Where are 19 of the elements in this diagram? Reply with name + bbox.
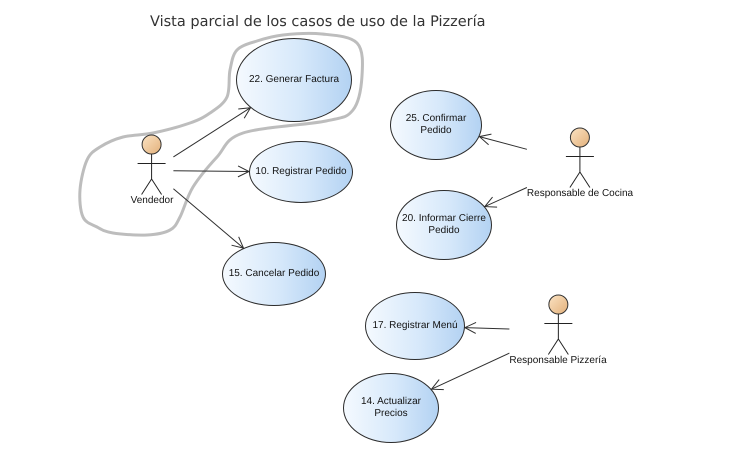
actor-name: Responsable de Cocina [526, 188, 634, 200]
actor-name: Responsable Pizzería [509, 355, 607, 367]
association-arrow [478, 134, 528, 150]
use-case-label: 10. Registrar Pedido [255, 166, 347, 178]
association-arrow [431, 352, 510, 390]
use-case-label: 20. Informar Cierre Pedido [401, 212, 487, 238]
use-case-label: 17. Registrar Menú [372, 320, 458, 332]
use-case-ellipse [236, 38, 352, 122]
actor-name: Vendedor [130, 195, 174, 207]
use-case-label: 15. Cancelar Pedido [228, 268, 320, 280]
association-arrow [464, 322, 510, 334]
association-arrow [172, 165, 250, 178]
association-arrow [172, 107, 251, 158]
association-arrow [172, 188, 244, 249]
use-case-label: 14. Actualizar Precios [360, 396, 422, 420]
use-case-label: 22. Generar Factura [248, 74, 340, 86]
association-arrow [484, 187, 528, 208]
use-case-label: 25. Confirmar Pedido [404, 112, 468, 138]
diagram-title: Vista parcial de los casos de uso de la Pizzería [150, 14, 486, 30]
